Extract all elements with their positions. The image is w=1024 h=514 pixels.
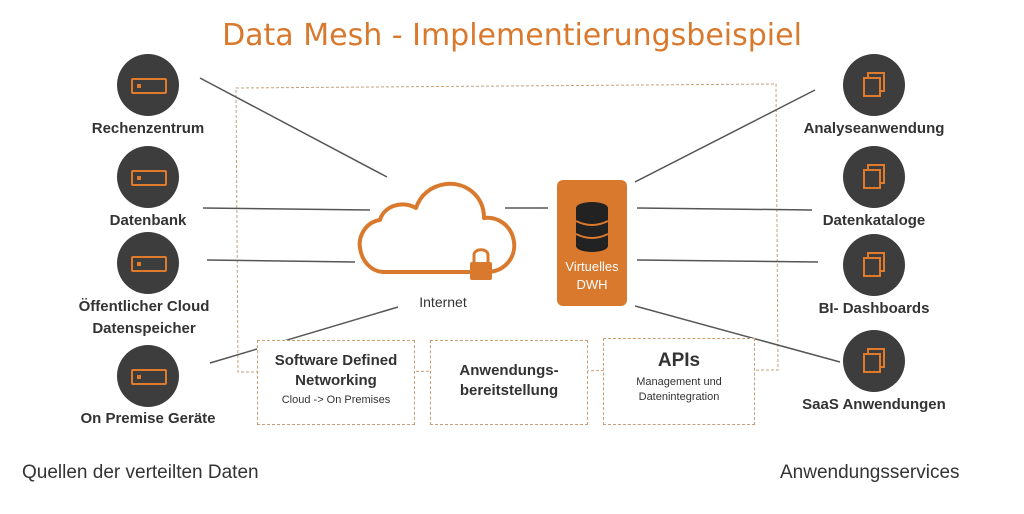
service-subtitle: Cloud -> On Premises (281, 394, 391, 406)
diagram-title: Data Mesh - Implementierungsbeispiel (222, 18, 802, 53)
source-label-on-premise: On Premise Geräte (80, 410, 216, 427)
connector-line (634, 89, 816, 183)
service-box-apis: APIs Management und Datenintegration (603, 338, 755, 425)
connector-line (634, 305, 841, 363)
documents-icon (843, 330, 905, 392)
service-subtitle: Management und Datenintegration (636, 376, 722, 403)
server-icon (117, 146, 179, 208)
connector-line (199, 77, 388, 178)
service-box-sdn: Software Defined Networking Cloud -> On … (257, 340, 415, 425)
service-title: Anwendungs-bereitstellung (459, 362, 559, 399)
connector-line (209, 306, 399, 364)
virtual-dwh-block: Virtuelles DWH (557, 180, 627, 306)
source-label-rechenzentrum: Rechenzentrum (91, 120, 205, 137)
server-icon (117, 345, 179, 407)
database-icon (575, 202, 609, 252)
service-title: APIs (657, 350, 701, 371)
dwh-label: Virtuelles DWH (565, 259, 619, 292)
service-title: Software Defined Networking (274, 352, 398, 389)
footer-services-caption: Anwendungsservices (780, 462, 960, 483)
server-icon (117, 232, 179, 294)
lock-icon (470, 248, 492, 280)
cloud-icon (357, 181, 517, 274)
documents-icon (843, 146, 905, 208)
connector-line (636, 259, 819, 263)
mesh-frame (235, 83, 779, 373)
service-box-anwendungsbereitstellung: Anwendungs-bereitstellung (430, 340, 588, 425)
documents-icon (843, 234, 905, 296)
consumer-label-saas: SaaS Anwendungen (802, 396, 946, 413)
connector-line (206, 259, 356, 263)
server-icon (117, 54, 179, 116)
footer-sources-caption: Quellen der verteilten Daten (22, 462, 259, 483)
consumer-label-datenkataloge: Datenkataloge (822, 212, 926, 229)
source-label-cloud-datenspeicher: Öffentlicher Cloud Datenspeicher (78, 298, 210, 337)
consumer-label-analyse: Analyseanwendung (803, 120, 945, 137)
internet-label: Internet (419, 294, 467, 310)
documents-icon (843, 54, 905, 116)
connector-line (202, 207, 371, 211)
connector-line (636, 207, 813, 211)
source-label-datenbank: Datenbank (109, 212, 187, 229)
consumer-label-bi-dashboards: BI- Dashboards (818, 300, 930, 317)
